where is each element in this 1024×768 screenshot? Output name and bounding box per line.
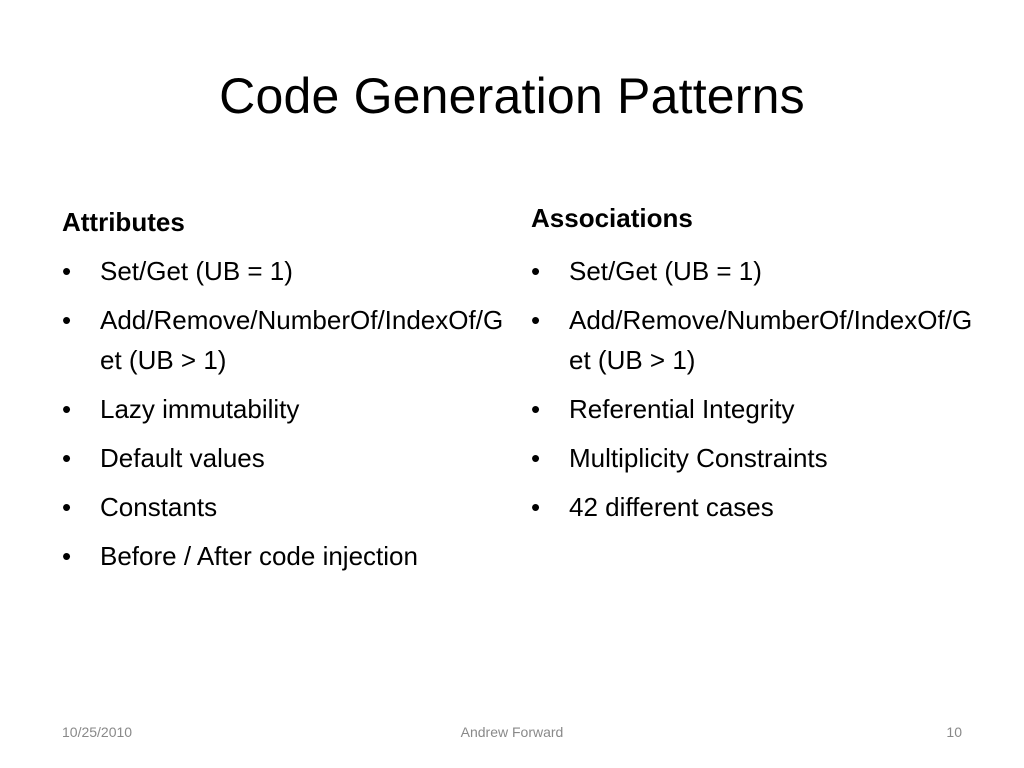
slide-title: Code Generation Patterns [219,68,805,124]
list-item: • Before / After code injection [62,536,505,576]
list-item: • Set/Get (UB = 1) [531,251,974,291]
attributes-list: • Set/Get (UB = 1) • Add/Remove/NumberOf… [62,251,512,585]
bullet-icon: • [531,256,541,286]
list-item-text: Constants [100,492,218,522]
bullet-icon: • [62,256,72,286]
list-item: • Add/Remove/NumberOf/IndexOf/Get (UB > … [62,300,505,380]
bullet-icon: • [531,492,541,522]
list-item-text: Default values [100,443,265,473]
list-item-text: Multiplicity Constraints [569,443,828,473]
list-item-text: Referential Integrity [569,394,795,424]
bullet-icon: • [62,443,72,473]
list-item-text: Add/Remove/NumberOf/IndexOf/Get (UB > 1) [100,305,504,375]
bullet-icon: • [531,305,541,335]
associations-list: • Set/Get (UB = 1) • Add/Remove/NumberOf… [531,251,981,536]
bullet-icon: • [62,541,72,571]
list-item: • Constants [62,487,505,527]
bullet-icon: • [531,394,541,424]
list-item-text: 42 different cases [569,492,774,522]
attributes-heading: Attributes [62,207,185,237]
list-item-text: Before / After code injection [100,541,418,571]
list-item-text: Lazy immutability [100,394,300,424]
list-item-text: Set/Get (UB = 1) [100,256,293,286]
associations-heading: Associations [531,203,693,233]
list-item-text: Set/Get (UB = 1) [569,256,762,286]
list-item: • 42 different cases [531,487,974,527]
list-item: • Set/Get (UB = 1) [62,251,505,291]
list-item-text: Add/Remove/NumberOf/IndexOf/Get (UB > 1) [569,305,973,375]
list-item: • Lazy immutability [62,389,505,429]
list-item: • Multiplicity Constraints [531,438,974,478]
footer-date: 10/25/2010 [62,724,133,740]
bullet-icon: • [62,305,72,335]
bullet-icon: • [62,394,72,424]
list-item: • Add/Remove/NumberOf/IndexOf/Get (UB > … [531,300,974,380]
footer-author: Andrew Forward [460,724,564,740]
list-item: • Default values [62,438,505,478]
footer-page-number: 10 [946,724,962,740]
bullet-icon: • [62,492,72,522]
bullet-icon: • [531,443,541,473]
list-item: • Referential Integrity [531,389,974,429]
